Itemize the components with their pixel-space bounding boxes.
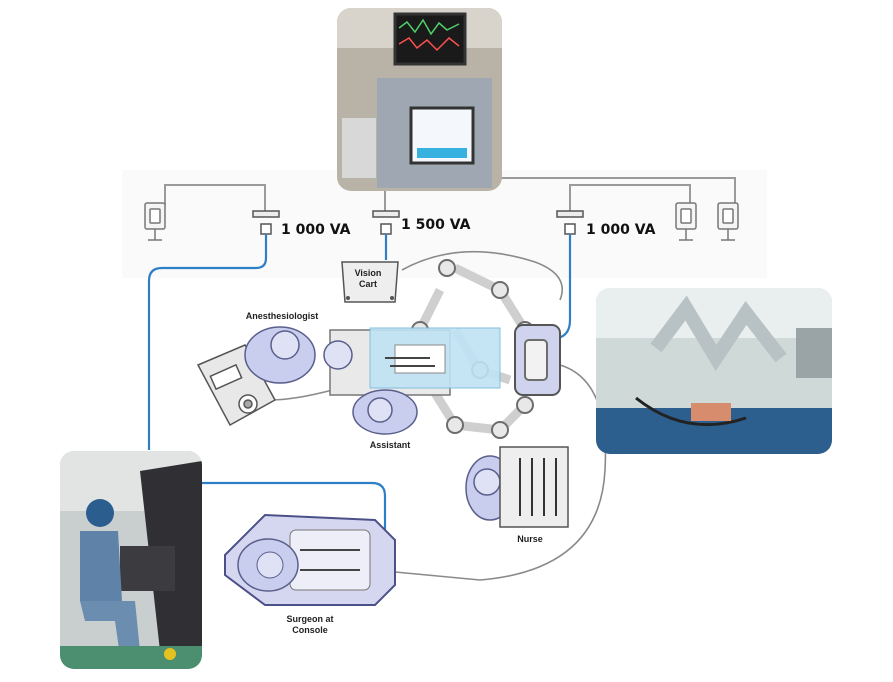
- operating-table: [329, 327, 501, 396]
- socket-far-right-icon: [717, 202, 739, 241]
- cable-console-link: [200, 481, 387, 540]
- surgeon-console: [224, 513, 396, 606]
- power-label-center: 1 500 VA: [401, 217, 471, 233]
- anesthesia-monitor-photo: [337, 8, 502, 191]
- anesthesiologist-label: Anesthesiologist: [245, 311, 319, 321]
- wall-sockets: [144, 202, 739, 241]
- cable-console-power: [147, 234, 268, 450]
- assistant-label: Assistant: [369, 440, 411, 450]
- socket-left-icon: [144, 202, 166, 241]
- patient-side-robot-photo: [596, 288, 832, 454]
- instrument-table: [499, 446, 569, 528]
- socket-right-icon: [675, 202, 697, 241]
- anesthesiologist-figure: [244, 326, 353, 384]
- plug-left-icon: [252, 210, 280, 235]
- cable-right-far: [505, 177, 736, 205]
- surgeon-at-console-label: Surgeon at Console: [286, 614, 334, 635]
- cable-left-outlet: [164, 184, 266, 212]
- assistant-figure: [352, 389, 418, 435]
- cable-right-outlet: [569, 184, 691, 212]
- power-label-right: 1 000 VA: [586, 222, 656, 238]
- vision-cart-label: Vision Cart: [354, 268, 382, 289]
- vision-cart-box: [341, 261, 399, 303]
- surgeon-console-photo: [60, 451, 202, 669]
- nurse-label: Nurse: [517, 534, 543, 544]
- cable-vision-robot: [401, 250, 563, 301]
- cable-robot-console: [394, 364, 607, 581]
- power-label-left: 1 000 VA: [281, 222, 351, 238]
